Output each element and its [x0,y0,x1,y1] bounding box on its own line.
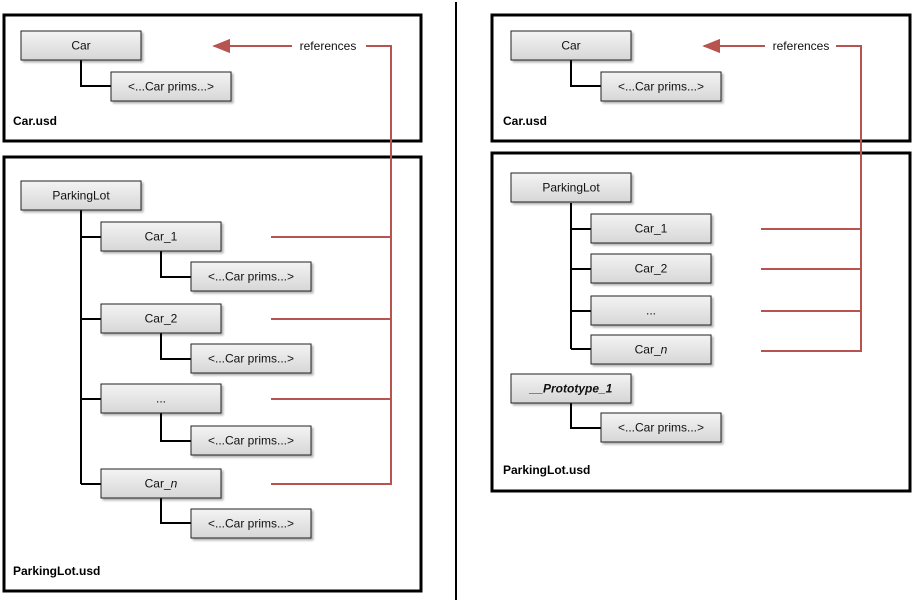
right-car-instance-node-4: Car_n [590,334,712,365]
left-parkinglot-root-node-label: ParkingLot [52,189,110,203]
left-car-file-label: Car.usd [13,114,57,128]
left-car-instance-node-4-box [100,468,222,499]
right-car-instance-node-3: ... [590,295,712,326]
left-car-instance-prims-node-3-box [190,425,312,456]
right-parkinglot-file-frame [490,151,912,493]
right-car-instance-node-4-label: Car_n [635,343,668,357]
left-car-instance-node-4: Car_n [100,468,222,499]
left-car-instance-node-2-label: Car_2 [145,312,178,326]
left-car-instance-prims-node-2-label: <...Car prims...> [208,352,294,366]
left-parkinglot-file-frame [2,155,423,593]
right-car-instance-node-3-box [590,295,712,326]
left-car-instance-node-3: ... [100,383,222,414]
right-car-file-frame [490,13,912,143]
right-parkinglot-root-node: ParkingLot [510,172,632,203]
right-car-instance-node-2-label: Car_2 [635,262,668,276]
left-references-label: references [300,39,357,53]
left-parkinglot-root-node: ParkingLot [20,180,142,211]
right-car-instance-node-2: Car_2 [590,253,712,284]
left-parkinglot-root-node-box [20,180,142,211]
left-car-prims-node-box [110,71,232,102]
right-car-instance-node-3-label: ... [646,304,656,318]
left-car-root-node-box [20,30,142,61]
right-prototype-prims-node-label: <...Car prims...> [618,421,704,435]
right-parkinglot-root-node-box [510,172,632,203]
left-car-instance-node-3-box [100,383,222,414]
right-parkinglot-root-node-label: ParkingLot [542,181,600,195]
hierarchy-connectors [80,60,601,524]
right-car-instance-node-4-box [590,334,712,365]
right-prototype-node-box [510,373,632,404]
right-car-prims-node-label: <...Car prims...> [618,80,704,94]
right-car-file-label: Car.usd [503,114,547,128]
left-car-instance-node-1-box [100,221,222,252]
reference-lines [212,38,862,485]
left-car-instance-node-1-label: Car_1 [145,230,178,244]
left-car-root-node: Car [20,30,142,61]
right-car-instance-node-2-box [590,253,712,284]
right-prototype-node: __Prototype_1 [510,373,632,404]
left-parkinglot-file-label: ParkingLot.usd [13,564,100,578]
right-car-prims-node-box [600,71,722,102]
left-car-instance-prims-node-4-label: <...Car prims...> [208,517,294,531]
right-prototype-prims-node-box [600,412,722,443]
left-car-instance-prims-node-2-box [190,343,312,374]
left-car-instance-node-1: Car_1 [100,221,222,252]
left-car-file-frame [2,13,423,143]
right-car-root-node: Car [510,30,632,61]
left-car-prims-node-label: <...Car prims...> [128,80,214,94]
left-car-instance-prims-node-1-label: <...Car prims...> [208,270,294,284]
right-prototype-prims-node: <...Car prims...> [600,412,722,443]
left-car-instance-node-3-label: ... [156,392,166,406]
left-car-instance-prims-node-1: <...Car prims...> [190,261,312,292]
left-car-instance-prims-node-4: <...Car prims...> [190,508,312,539]
right-car-instance-node-1-label: Car_1 [635,222,668,236]
left-car-root-node-label: Car [71,39,90,53]
right-prototype-node-label: __Prototype_1 [529,382,613,396]
right-parkinglot-file-label: ParkingLot.usd [503,463,590,477]
right-car-root-node-box [510,30,632,61]
left-car-instance-node-2: Car_2 [100,303,222,334]
left-car-instance-prims-node-3-label: <...Car prims...> [208,434,294,448]
right-references-label: references [773,39,830,53]
right-car-instance-node-1: Car_1 [590,213,712,244]
left-car-instance-prims-node-1-box [190,261,312,292]
left-car-instance-node-4-label: Car_n [145,477,178,491]
left-car-instance-node-2-box [100,303,222,334]
left-car-instance-prims-node-4-box [190,508,312,539]
right-car-prims-node: <...Car prims...> [600,71,722,102]
right-car-instance-node-1-box [590,213,712,244]
left-car-instance-prims-node-2: <...Car prims...> [190,343,312,374]
left-car-instance-prims-node-3: <...Car prims...> [190,425,312,456]
left-car-prims-node: <...Car prims...> [110,71,232,102]
right-car-root-node-label: Car [561,39,580,53]
